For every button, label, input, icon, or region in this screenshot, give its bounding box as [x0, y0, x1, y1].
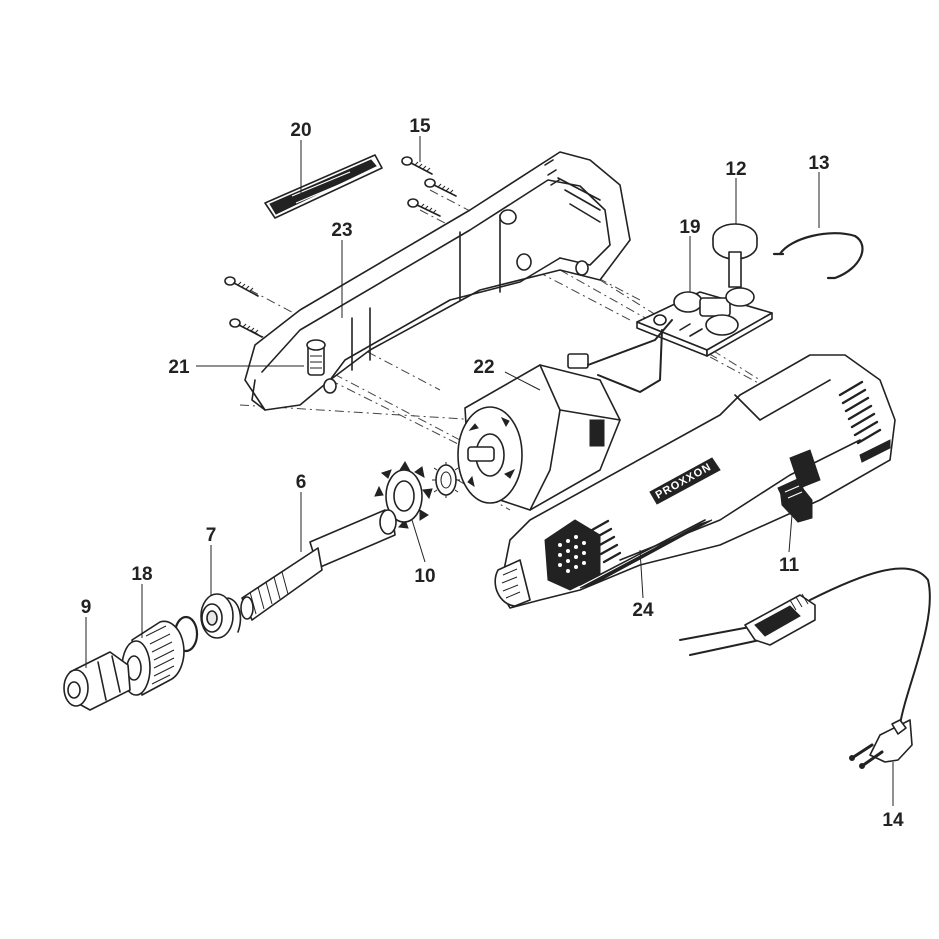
part-label-6: 6	[296, 472, 307, 493]
part-labels: 20 15 12 13 19 23 21 22 6 7 18 9 10 24 1…	[81, 116, 904, 831]
switch-slider-part	[306, 339, 326, 376]
switch-button-part	[779, 479, 813, 523]
fan-wheel-part	[374, 461, 433, 529]
part-label-18: 18	[131, 564, 152, 585]
part-label-9: 9	[81, 597, 92, 618]
part-label-21: 21	[168, 357, 190, 378]
part-label-13: 13	[808, 153, 829, 174]
part-label-22: 22	[473, 357, 494, 378]
spring-clip-part	[772, 232, 864, 280]
part-label-24: 24	[632, 600, 654, 621]
part-label-19: 19	[679, 217, 700, 238]
spindle-part	[240, 509, 397, 621]
part-label-14: 14	[882, 810, 904, 831]
rating-plate-part	[264, 154, 383, 219]
part-label-11: 11	[779, 555, 800, 576]
motor-part	[457, 319, 673, 511]
motor-pinion-gear	[432, 462, 460, 498]
part-label-7: 7	[206, 525, 217, 546]
part-label-15: 15	[409, 116, 431, 137]
part-label-10: 10	[414, 566, 435, 587]
housing-screws-part	[224, 156, 457, 338]
part-label-23: 23	[331, 220, 352, 241]
leader-lines	[85, 136, 894, 806]
part-label-20: 20	[290, 120, 311, 141]
housing-half-part	[244, 151, 631, 411]
bearing-part	[200, 593, 242, 639]
part-label-12: 12	[725, 159, 746, 180]
circuit-board-part	[636, 287, 773, 357]
switch-knob-part	[712, 223, 758, 288]
chuck-part	[63, 651, 131, 711]
power-cord-part	[679, 567, 931, 769]
knurled-nut-part	[121, 620, 185, 696]
